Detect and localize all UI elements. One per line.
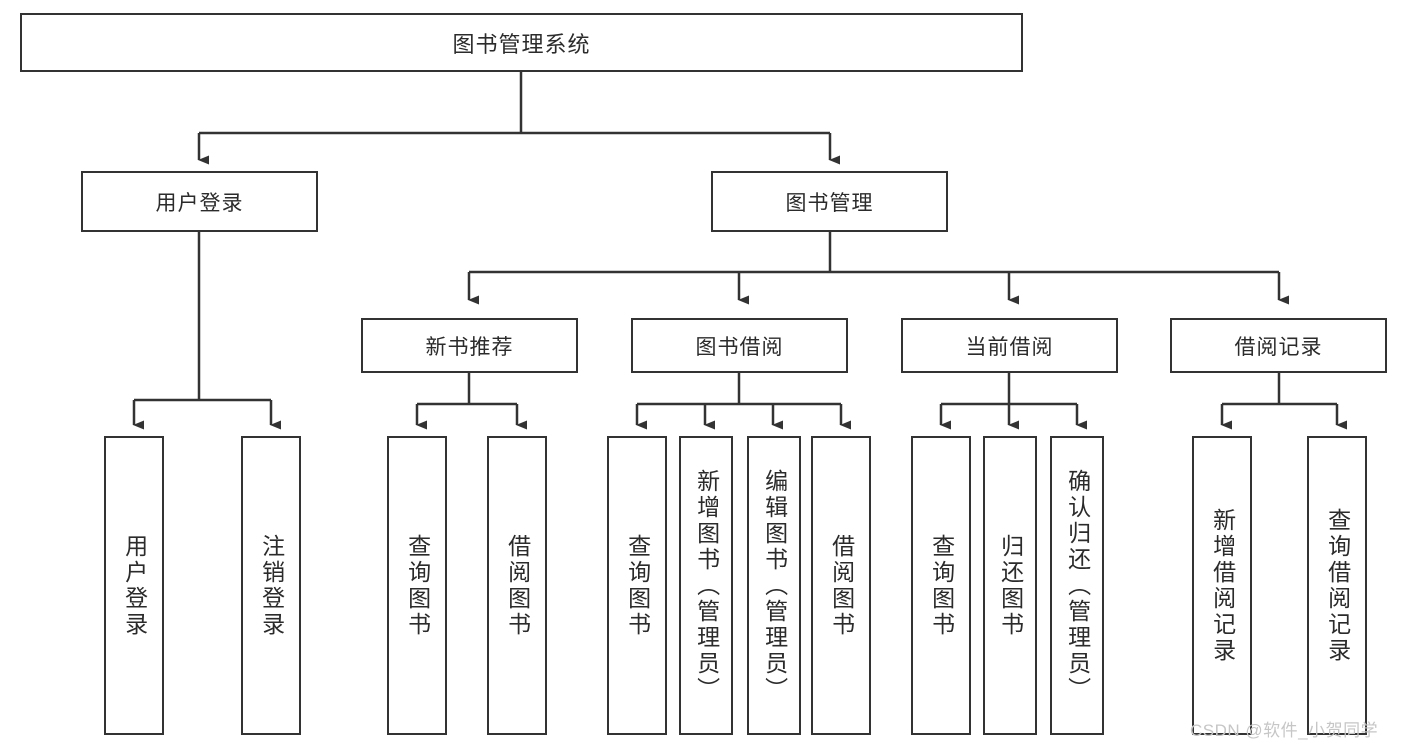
leaf-logout-login[interactable]: 注销登录 — [241, 436, 301, 735]
leaf-confirm-return[interactable]: 确认归还（管理员） — [1050, 436, 1104, 735]
node-book-borrow[interactable]: 图书借阅 — [631, 318, 848, 373]
leaf-query-borrow-record[interactable]: 查询借阅记录 — [1307, 436, 1367, 735]
leaf-return-book[interactable]: 归还图书 — [983, 436, 1037, 735]
leaf-label: 借阅图书 — [504, 533, 531, 638]
leaf-user-login[interactable]: 用户登录 — [104, 436, 164, 735]
leaf-query-book-2[interactable]: 查询图书 — [607, 436, 667, 735]
leaf-label: 查询图书 — [928, 533, 955, 638]
leaf-label: 借阅图书 — [828, 533, 855, 638]
leaf-borrow-book-2[interactable]: 借阅图书 — [811, 436, 871, 735]
leaf-label: 新增借阅记录 — [1209, 507, 1236, 664]
csdn-watermark: CSDN @软件_小贺同学 — [1190, 721, 1379, 740]
node-new-book-recommend[interactable]: 新书推荐 — [361, 318, 578, 373]
node-user-login[interactable]: 用户登录 — [81, 171, 318, 232]
leaf-add-borrow-record[interactable]: 新增借阅记录 — [1192, 436, 1252, 735]
leaf-label: 查询图书 — [624, 533, 651, 638]
node-current-borrow[interactable]: 当前借阅 — [901, 318, 1118, 373]
leaf-query-book-1[interactable]: 查询图书 — [387, 436, 447, 735]
leaf-query-book-3[interactable]: 查询图书 — [911, 436, 971, 735]
leaf-label: 新增图书（管理员） — [693, 468, 720, 703]
leaf-borrow-book-1[interactable]: 借阅图书 — [487, 436, 547, 735]
node-borrow-record[interactable]: 借阅记录 — [1170, 318, 1387, 373]
leaf-label: 用户登录 — [121, 533, 148, 638]
leaf-label: 查询借阅记录 — [1324, 507, 1351, 664]
node-root-system[interactable]: 图书管理系统 — [20, 13, 1023, 72]
leaf-add-book[interactable]: 新增图书（管理员） — [679, 436, 733, 735]
node-book-management[interactable]: 图书管理 — [711, 171, 948, 232]
leaf-label: 查询图书 — [404, 533, 431, 638]
leaf-label: 编辑图书（管理员） — [761, 468, 788, 703]
leaf-label: 归还图书 — [997, 533, 1024, 638]
leaf-label: 注销登录 — [258, 533, 285, 638]
leaf-edit-book[interactable]: 编辑图书（管理员） — [747, 436, 801, 735]
leaf-label: 确认归还（管理员） — [1064, 468, 1091, 703]
